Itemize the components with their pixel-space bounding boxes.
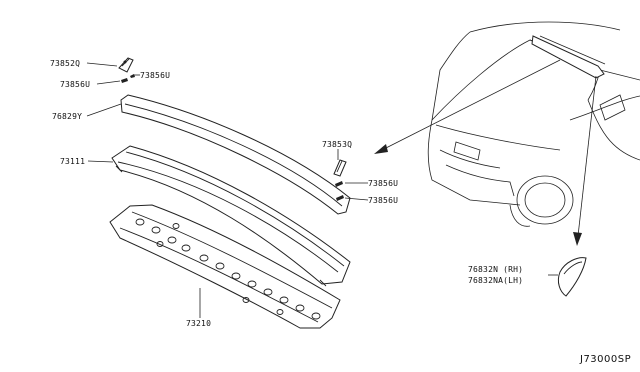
fastener-73856u-center	[335, 181, 344, 201]
clip-73853q	[333, 159, 347, 177]
label-73856u-2: 73856U	[140, 71, 170, 80]
reference-code: J73000SP	[579, 354, 631, 365]
rail-73111	[111, 145, 351, 287]
label-76829y: 76829Y	[52, 112, 82, 121]
molding-76829y	[120, 94, 351, 215]
leader-arrows	[374, 59, 597, 246]
label-76832n: 76832N (RH)	[468, 265, 523, 274]
label-73852q: 73852Q	[50, 59, 80, 68]
frame-73210	[109, 204, 341, 329]
label-73856u-1: 73856U	[60, 80, 90, 89]
fastener-73856u-top	[121, 74, 135, 83]
label-73853q: 73853Q	[322, 140, 352, 149]
label-73856u-4: 73856U	[368, 196, 398, 205]
label-73856u-3: 73856U	[368, 179, 398, 188]
label-76832na: 76832NA(LH)	[468, 276, 523, 285]
label-73111: 73111	[60, 157, 85, 166]
part-76832n	[557, 257, 587, 297]
label-leaders	[86, 62, 558, 318]
label-73210: 73210	[186, 319, 211, 328]
vehicle-outline	[427, 21, 640, 227]
frame-holes	[135, 218, 321, 320]
clip-73852q	[118, 57, 134, 73]
